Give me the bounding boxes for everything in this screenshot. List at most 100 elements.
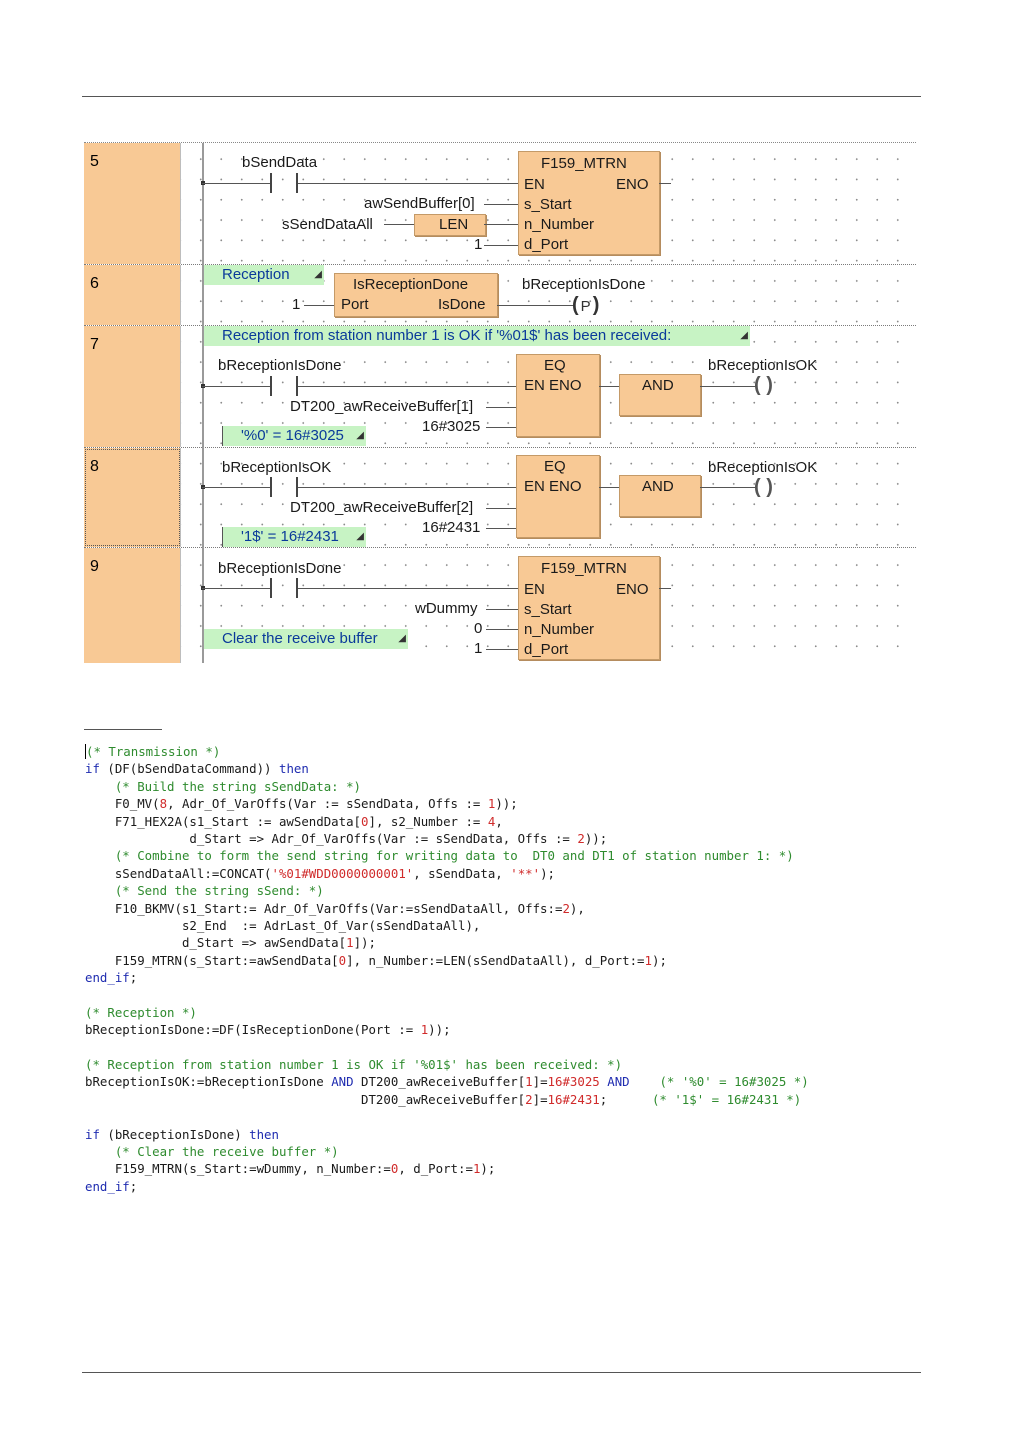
- code-line: (* Transmission *): [85, 743, 809, 760]
- code-token: 0: [390, 1161, 399, 1177]
- rung-note[interactable]: '%0' = 16#3025◢: [222, 426, 366, 446]
- code-token: 2: [525, 1091, 533, 1107]
- function-block[interactable]: IsReceptionDone Port IsDone: [334, 273, 498, 317]
- code-token: [85, 883, 115, 898]
- contact[interactable]: [270, 376, 298, 396]
- code-token: AND: [607, 1074, 630, 1090]
- function-block[interactable]: F159_MTRN EN ENO s_Start n_Number d_Port: [518, 556, 660, 660]
- wire: [599, 487, 619, 488]
- note-text: '1$' = 16#2431: [241, 528, 339, 545]
- len-block[interactable]: LEN: [414, 214, 486, 236]
- code-token: (* Combine to form the send string for w…: [114, 848, 794, 864]
- wire: [497, 305, 573, 306]
- contact[interactable]: [270, 477, 298, 497]
- rung-number-cell-9[interactable]: 9: [84, 548, 181, 663]
- code-token: 4: [487, 813, 496, 829]
- code-token: ]);: [353, 935, 376, 951]
- wire: [298, 183, 518, 184]
- wire: [202, 183, 270, 184]
- code-line: F10_BKMV(s1_Start:= Adr_Of_VarOffs(Var:=…: [85, 900, 809, 917]
- code-line: F0_MV(8, Adr_Of_VarOffs(Var := sSendData…: [85, 795, 809, 812]
- output-coil[interactable]: ( ): [754, 476, 773, 498]
- block-title: EQ: [544, 458, 566, 475]
- contact-bar: [270, 578, 272, 598]
- code-token: F10_BKMV(s1_Start:= Adr_Of_VarOffs(Var:=…: [85, 900, 563, 916]
- code-token: 16#3025: [547, 1074, 600, 1090]
- code-token: s2_End := AdrLast_Of_Var(sSendDataAll),: [85, 917, 481, 933]
- wire: [486, 609, 518, 610]
- code-token: 1: [487, 796, 496, 812]
- rung-separator: [84, 325, 916, 326]
- code-token: );: [480, 1161, 496, 1177]
- rung-number-cell-6[interactable]: 6: [84, 265, 181, 325]
- code-line: (* Reception from station number 1 is OK…: [85, 1056, 809, 1073]
- input-label: 16#2431: [422, 519, 481, 536]
- rung-number-cell-8[interactable]: 8: [84, 448, 181, 547]
- rung-number-cell-5[interactable]: 5: [84, 143, 181, 264]
- block-title: IsReceptionDone: [353, 276, 469, 293]
- code-token: d_Start => awSendData[: [85, 935, 347, 951]
- rung-number: 5: [90, 153, 99, 170]
- function-block[interactable]: F159_MTRN EN ENO s_Start n_Number d_Port: [518, 151, 660, 255]
- code-token: [85, 1144, 115, 1159]
- code-token: 16#2431: [547, 1091, 600, 1107]
- code-token: (* Reception from station number 1 is OK…: [85, 1057, 623, 1073]
- code-token: , Adr_Of_VarOffs(Var := sSendData, Offs …: [167, 796, 488, 812]
- contact-label: bReceptionIsOK: [222, 459, 332, 476]
- code-token: '**': [510, 865, 541, 881]
- rung-comment[interactable]: Clear the receive buffer◢: [204, 629, 408, 649]
- rung-comment[interactable]: Reception◢: [204, 265, 324, 285]
- wire: [484, 204, 518, 205]
- and-block[interactable]: AND: [619, 374, 701, 416]
- comment-text: Clear the receive buffer: [222, 630, 378, 647]
- comment-text: Reception from station number 1 is OK if…: [222, 327, 672, 344]
- resize-grip-icon: ◢: [356, 531, 364, 542]
- eq-block[interactable]: EQ EN ENO: [516, 455, 600, 538]
- code-token: ]=: [532, 1074, 548, 1090]
- block-title: F159_MTRN: [541, 560, 627, 577]
- code-line: if (DF(bSendDataCommand)) then: [85, 760, 809, 777]
- rung-separator: [84, 547, 916, 548]
- code-token: (* Clear the receive buffer *): [114, 1143, 339, 1159]
- code-token: bReceptionIsDone:=DF(IsReceptionDone(Por…: [85, 1022, 421, 1038]
- code-token: );: [540, 865, 555, 881]
- rung-comment[interactable]: Reception from station number 1 is OK if…: [204, 326, 750, 346]
- wire: [384, 224, 414, 225]
- code-token: (* Reception *): [85, 1004, 197, 1020]
- code-token: F159_MTRN(s_Start:=awSendData[: [85, 952, 339, 968]
- contact[interactable]: [270, 578, 298, 598]
- wire: [659, 588, 671, 589]
- code-token: sSendDataAll:=CONCAT(: [85, 865, 272, 881]
- pulse-coil[interactable]: (P): [572, 294, 600, 316]
- rung-number: 8: [90, 458, 99, 475]
- eq-block[interactable]: EQ EN ENO: [516, 354, 600, 437]
- pin-label: EN: [524, 581, 545, 598]
- code-line: F71_HEX2A(s1_Start := awSendData[0], s2_…: [85, 813, 809, 830]
- block-title: F159_MTRN: [541, 155, 627, 172]
- pin-label: n_Number: [524, 216, 595, 233]
- rung-number: 9: [90, 558, 99, 575]
- wire: [304, 305, 334, 306]
- and-block[interactable]: AND: [619, 475, 701, 517]
- rung-number-cell-7[interactable]: 7: [84, 326, 181, 447]
- pin-label: s_Start: [524, 196, 572, 213]
- code-line: [85, 986, 809, 1003]
- wire: [202, 386, 270, 387]
- rung-note[interactable]: '1$' = 16#2431 ◢: [222, 527, 366, 547]
- output-coil[interactable]: ( ): [754, 374, 773, 396]
- code-token: ),: [569, 900, 585, 916]
- code-token: ], s2_Number :=: [368, 813, 488, 829]
- wire: [486, 427, 516, 428]
- contact[interactable]: [270, 173, 298, 193]
- code-token: (* Transmission *): [86, 744, 221, 759]
- wire: [202, 588, 270, 589]
- wire: [484, 224, 518, 225]
- footer-rule: [82, 1372, 921, 1373]
- block-title: LEN: [439, 216, 469, 233]
- code-token: F159_MTRN(s_Start:=wDummy, n_Number:=: [85, 1161, 391, 1177]
- contact-label: bReceptionIsDone: [218, 560, 342, 577]
- contact-bar: [270, 173, 272, 193]
- code-token: ;: [599, 1091, 652, 1107]
- pin-label: n_Number: [524, 621, 595, 638]
- wire: [298, 487, 516, 488]
